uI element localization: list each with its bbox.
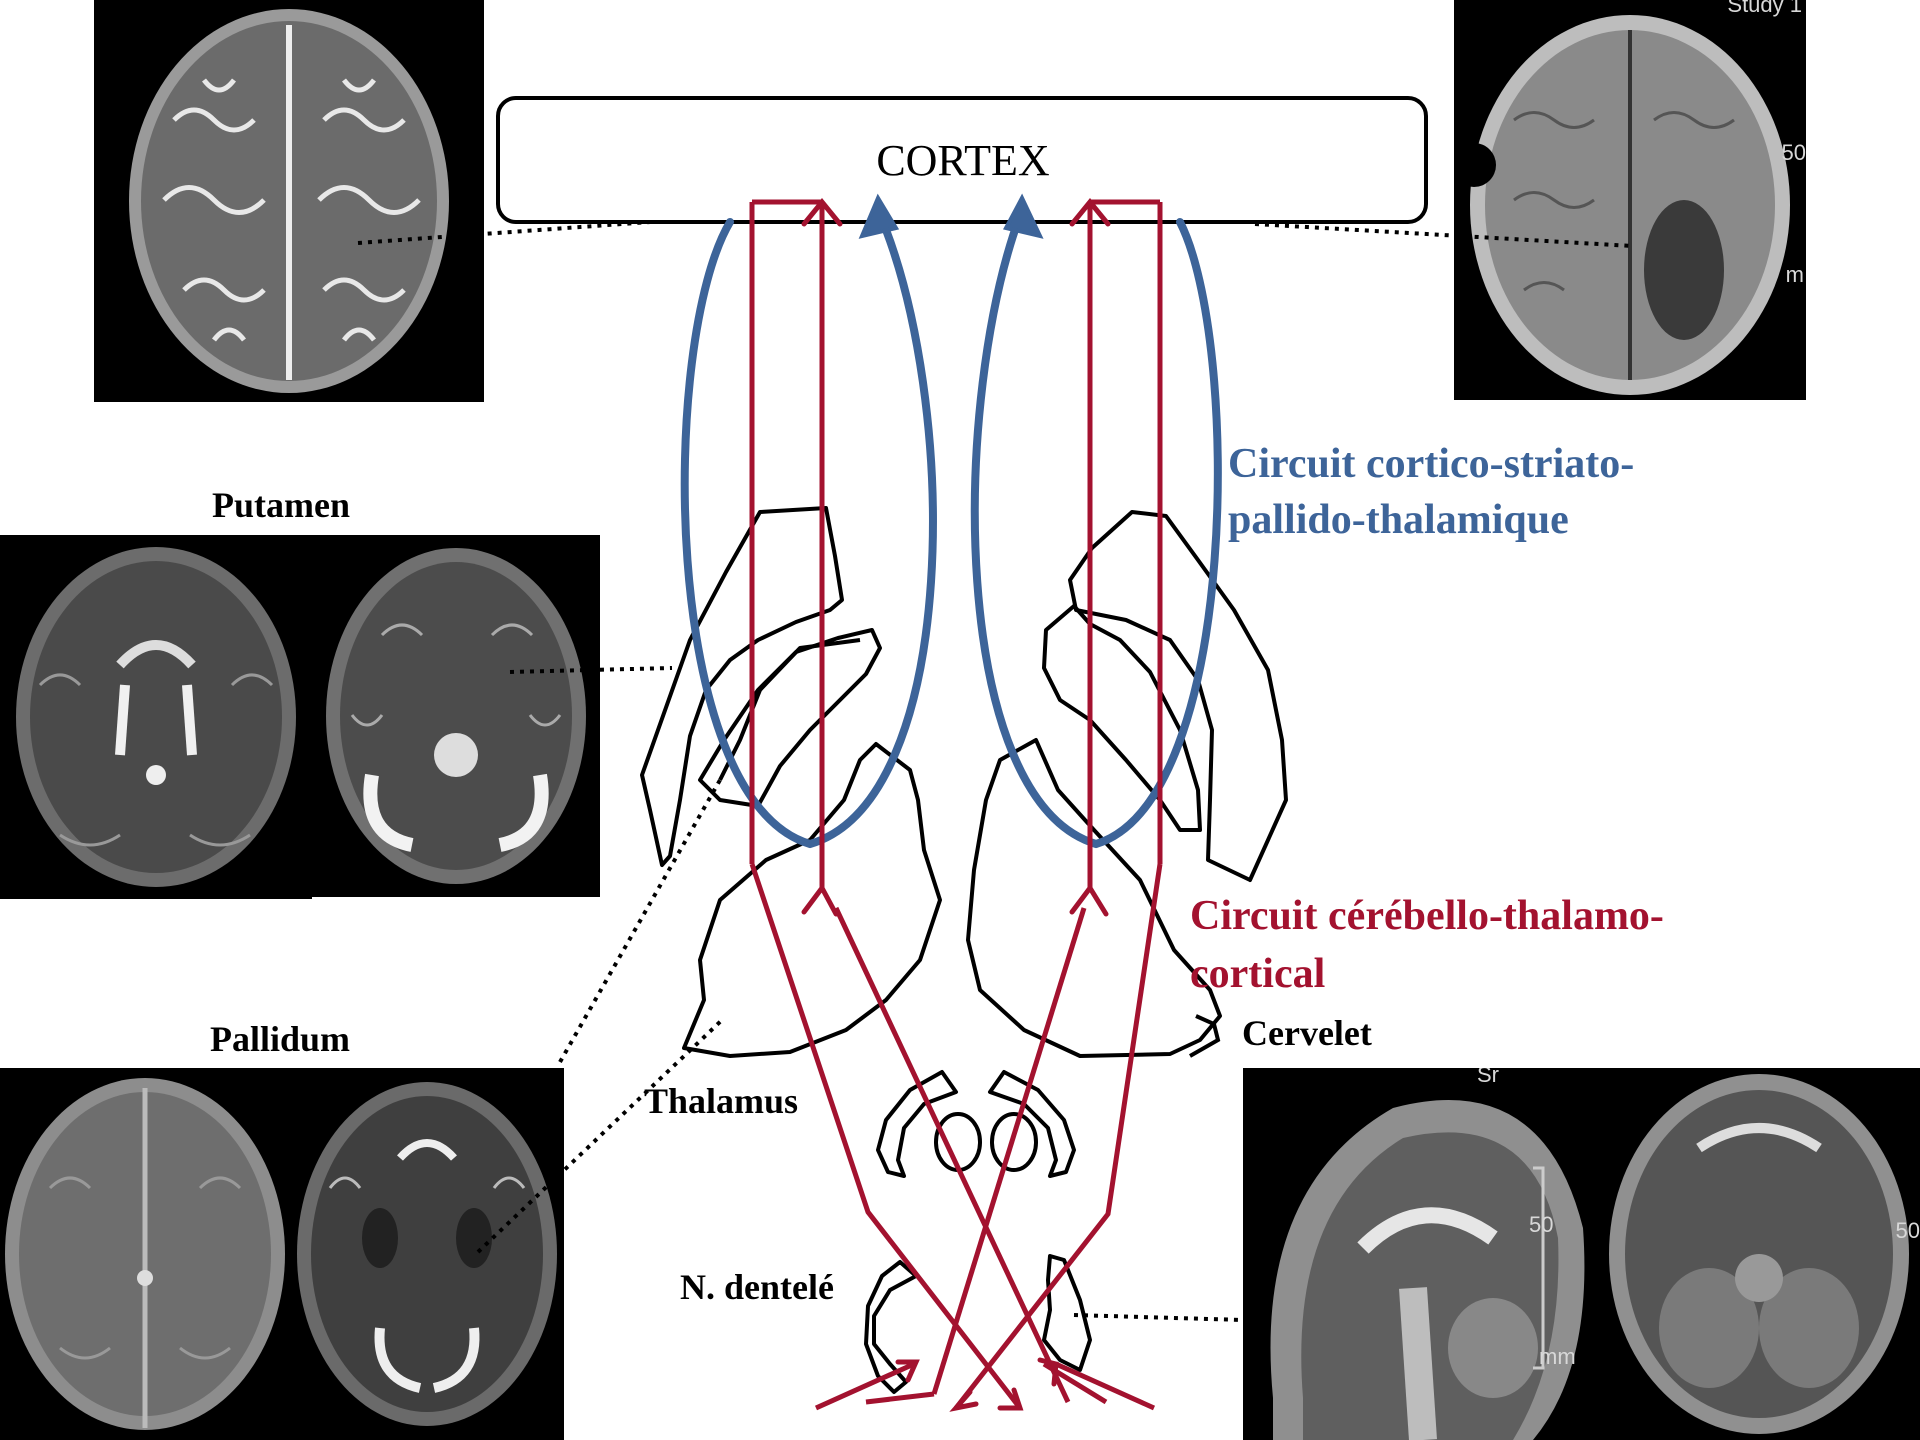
- striato-circuit-label-line1: Circuit cortico-striato-: [1228, 440, 1634, 488]
- cerebello-circuit-label-line2: cortical: [1190, 950, 1325, 998]
- cerebello-circuit-lines: [752, 202, 1160, 1408]
- cervelet-label: Cervelet: [1242, 1012, 1372, 1054]
- putamen-label: Putamen: [212, 484, 350, 526]
- cortex-label: CORTEX: [500, 100, 1426, 220]
- brainstem-outline: [878, 1072, 1074, 1176]
- cerebello-circuit-label-line1: Circuit cérébello-thalamo-: [1190, 892, 1664, 940]
- striatum-right-outline: [1044, 512, 1286, 880]
- thalamus-label: Thalamus: [644, 1080, 798, 1122]
- dentate-nucleus-label: N. dentelé: [680, 1266, 834, 1308]
- striato-circuit-loops: [685, 198, 1218, 844]
- cerebello-arrowheads: [804, 202, 1108, 1408]
- pallidum-label: Pallidum: [210, 1018, 350, 1060]
- striato-circuit-label-line2: pallido-thalamique: [1228, 496, 1569, 544]
